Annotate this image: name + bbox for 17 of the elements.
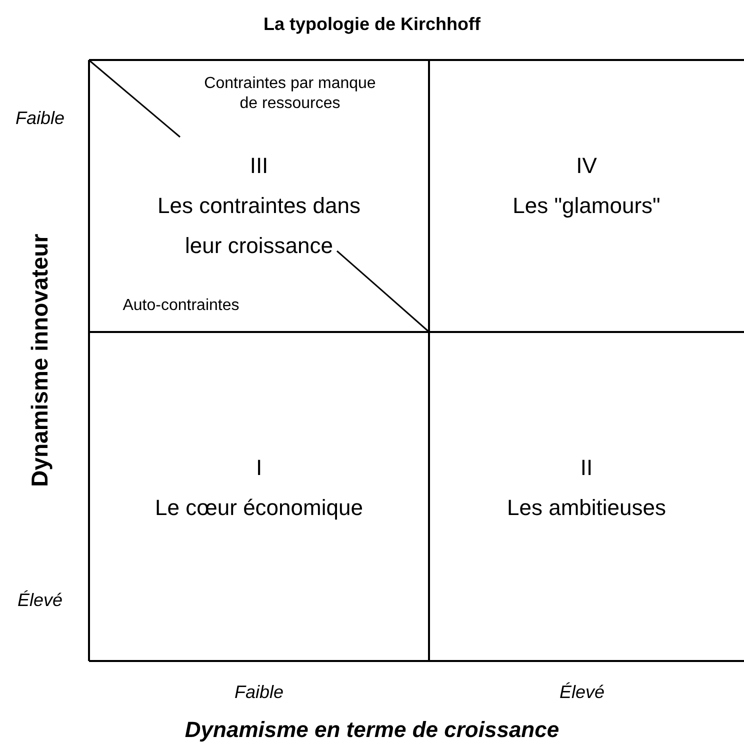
axis-tick-label: Élevé	[558, 681, 606, 704]
quadrant-label: Les contraintes dans leur croissance	[156, 192, 362, 260]
region-note: Auto-contraintes	[122, 296, 240, 316]
axis-tick-label: Faible	[14, 107, 66, 130]
quadrant-number: III	[250, 152, 268, 180]
axis-tick-label: Faible	[233, 681, 285, 704]
region-note: Contraintes par manque de ressources	[203, 74, 377, 114]
quadrant-label: Les ambitieuses	[507, 494, 666, 522]
axis-title: Dynamisme en terme de croissance	[184, 716, 560, 744]
quadrant-number: I	[256, 454, 262, 482]
axis-tick-label: Élevé	[16, 589, 64, 612]
axis-title: Dynamisme innovateur	[26, 232, 54, 489]
quadrant-label: Le cœur économique	[155, 494, 363, 522]
quadrant-label: Les "glamours"	[512, 192, 660, 220]
quadrant-number: II	[580, 454, 593, 482]
quadrant-number: IV	[576, 152, 597, 180]
diagram-title: La typologie de Kirchhoff	[262, 14, 482, 35]
